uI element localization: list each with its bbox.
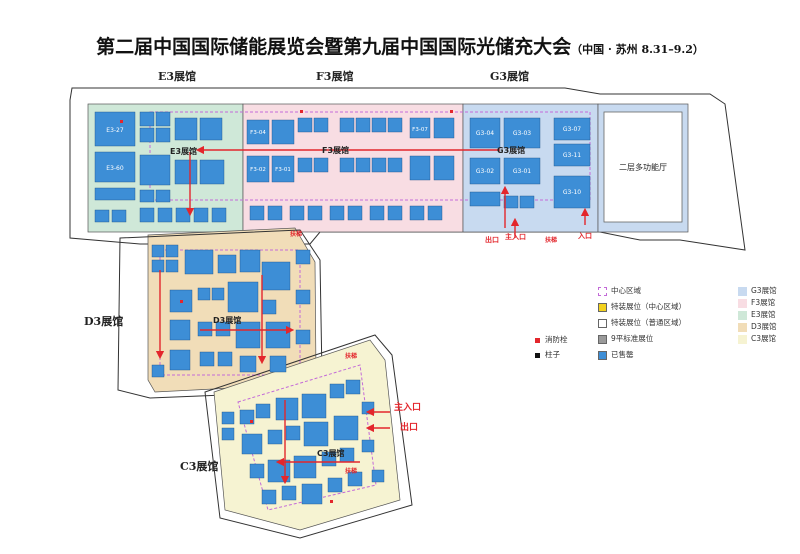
entrance-g3-secondary: 入口 [577,232,592,240]
booth-f3-04: F3-04 [250,130,266,136]
legend-label-sold: 已售罄 [611,350,634,359]
inner-label-g3: G3展馆 [497,145,525,155]
legend-item-hydrant: 消防栓 [535,334,568,345]
booth-e3-27: E3-27 [106,127,124,134]
booth-f3-01: F3-01 [275,167,291,173]
booths-c3 [221,379,385,505]
legend-item-special-center: 特装展位（中心区域） [598,301,686,312]
legend-label-special-center: 特装展位（中心区域） [611,302,686,311]
legend-label-c3: C3展馆 [751,334,777,343]
hall-label-g3: G3展馆 [490,70,530,83]
page-title: 第二届中国国际储能展览会暨第九届中国国际光储充大会（中国 · 苏州 8.31–9… [0,32,800,59]
booth-g3-11: G3-11 [563,152,581,159]
legend-item-standard: 9平标准展位 [598,333,653,344]
title-main: 第二届中国国际储能展览会暨第九届中国国际光储充大会 [96,36,572,58]
inner-label-d3: D3展馆 [213,315,241,325]
legend-item-center: 中心区域 [598,285,641,296]
flow-arrows [155,145,590,485]
entrance-c3-exit: 出口 [400,421,418,433]
inner-label-e3: E3展馆 [170,146,197,156]
hall-label-d3: D3展馆 [84,315,124,328]
legend-label-hydrant: 消防栓 [545,335,568,344]
booth-f3-07: F3-07 [412,127,428,133]
legend-label-center: 中心区域 [611,286,641,295]
booth-g3-01: G3-01 [513,168,531,175]
legend-swatch-center [598,286,607,296]
booths-f3 [246,117,455,221]
hydrant-markers [120,110,453,503]
title-subtitle: （中国 · 苏州 8.31–9.2） [571,43,704,56]
hall-label-e3: E3展馆 [158,70,197,83]
legend-item-c3: C3展馆 [738,333,776,344]
legend-label-standard: 9平标准展位 [611,334,654,343]
entrance-g3-exit: 出口 [485,235,499,244]
legend-item-d3: D3展馆 [738,321,777,332]
legend-label-d3: D3展馆 [751,322,777,331]
legend-swatch-f3 [738,298,747,308]
booth-f3-02: F3-02 [250,167,266,173]
legend-label-f3: F3展馆 [751,298,776,307]
legend-label-e3: E3展馆 [751,310,776,319]
stairs-label-3: 扶梯 [345,352,357,360]
legend-item-g3: G3展馆 [738,285,777,296]
booth-g3-02: G3-02 [476,168,494,175]
legend-swatch-e3 [738,310,747,320]
booths-e3 [94,111,227,223]
legend-item-e3: E3展馆 [738,309,776,320]
stairs-label-1: 扶梯 [290,230,302,238]
inner-label-c3: C3展馆 [317,448,344,458]
legend-label-pillar: 柱子 [545,350,560,359]
function-hall-label: 二层多功能厅 [619,162,667,172]
legend-swatch-pillar [535,352,540,358]
legend-label-g3: G3展馆 [751,286,777,295]
stairs-label-4: 扶梯 [345,467,357,475]
stairs-label-2: 扶梯 [545,236,557,244]
legend-label-special-normal: 特装展位（普通区域） [611,318,686,327]
hall-label-c3: C3展馆 [180,460,219,473]
booth-g3-10: G3-10 [563,189,581,196]
legend-item-f3: F3展馆 [738,297,775,308]
legend-swatch-d3 [738,322,747,332]
legend-item-sold: 已售罄 [598,349,634,360]
legend-swatch-g3 [738,286,747,296]
legend-swatch-hydrant [535,337,540,343]
legend-item-pillar: 柱子 [535,349,560,360]
booth-g3-03: G3-03 [513,130,531,137]
hall-label-f3: F3展馆 [316,70,354,83]
legend-swatch-sold [598,350,607,360]
legend-swatch-c3 [738,334,747,344]
legend-swatch-standard [598,334,607,344]
c3-outline [204,334,413,539]
entrance-c3-main: 主入口 [394,401,421,413]
booth-e3-60: E3-60 [106,165,124,172]
booth-g3-04: G3-04 [476,130,494,137]
inner-label-f3: F3展馆 [322,145,349,155]
legend-swatch-special-center [598,302,607,312]
legend-item-special-normal: 特装展位（普通区域） [598,317,686,328]
booth-g3-07: G3-07 [563,126,581,133]
entrance-g3-main: 主入口 [505,232,526,241]
legend-swatch-special-normal [598,318,607,328]
booths-g3 [469,117,591,209]
function-hall-inner [603,111,683,223]
